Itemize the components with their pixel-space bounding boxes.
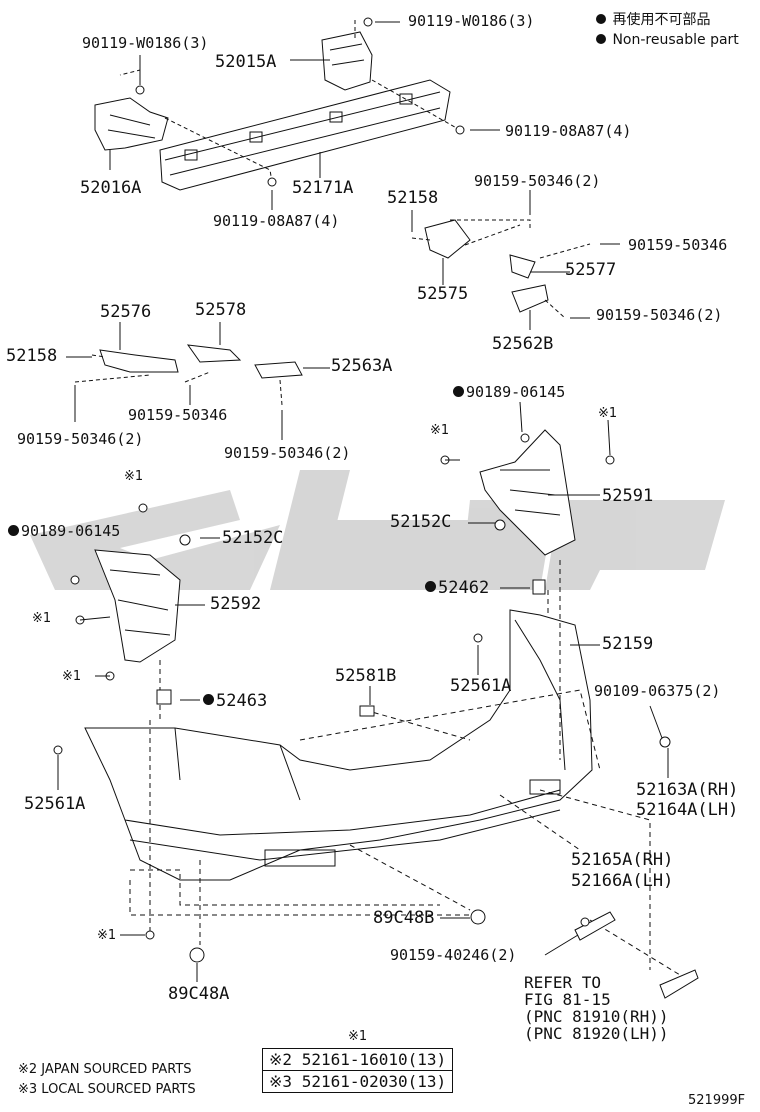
non-reusable-icon	[8, 524, 19, 536]
footnote-local: ※3 LOCAL SOURCED PARTS	[18, 1082, 196, 1097]
table-header-marker: ※1	[348, 1029, 368, 1044]
part-label[interactable]: 52163A(RH)	[636, 780, 739, 800]
sourced-parts-table: ※2 52161-16010(13) ※3 52161-02030(13)	[261, 1048, 454, 1093]
refer-note[interactable]: REFER TO FIG 81-15 (PNC 81910(RH)) (PNC …	[524, 973, 669, 1043]
part-label[interactable]: 90159-50346(2)	[224, 444, 351, 462]
part-label[interactable]: 52581B	[335, 666, 397, 686]
row-value[interactable]: 52161-02030(13)	[301, 1072, 447, 1091]
bracket-52016A	[94, 97, 169, 151]
legend-row-jp: 再使用不可部品	[596, 10, 739, 30]
retainer-52575	[424, 219, 471, 259]
part-label[interactable]: 52591	[602, 486, 654, 506]
part-label[interactable]: 52164A(LH)	[636, 800, 739, 820]
part-label[interactable]: 89C48A	[168, 984, 230, 1004]
part-label[interactable]: 52462	[425, 580, 489, 597]
part-label[interactable]: 90189-06145	[453, 385, 565, 400]
part-label[interactable]: 90119-08A87(4)	[505, 122, 632, 140]
mudguard-52591	[479, 429, 576, 556]
part-label[interactable]: 90119-W0186(3)	[408, 12, 535, 30]
row-mark: ※3	[269, 1072, 293, 1091]
part-label[interactable]: 52561A	[24, 794, 86, 814]
part-label[interactable]: 90159-40246(2)	[390, 946, 517, 964]
part-label[interactable]: 90119-W0186(3)	[82, 34, 209, 52]
legend-jp-text: 再使用不可部品	[612, 12, 711, 28]
part-label[interactable]: 52171A	[292, 178, 354, 198]
part-label[interactable]: 52158	[387, 188, 439, 208]
part-number: 52462	[438, 578, 490, 598]
non-reusable-icon	[425, 581, 436, 592]
part-label[interactable]: 90189-06145	[8, 524, 120, 539]
bullet-icon	[596, 13, 606, 24]
note-marker: ※1	[62, 669, 82, 684]
part-label[interactable]: 90159-50346	[628, 236, 728, 254]
footnote-japan: ※2 JAPAN SOURCED PARTS	[18, 1062, 192, 1077]
note-marker: ※1	[97, 928, 117, 943]
reflector-fig-81-15	[659, 969, 699, 999]
part-label[interactable]: 52463	[203, 693, 267, 710]
table-cell: ※3 52161-02030(13)	[261, 1070, 454, 1093]
note-marker: ※1	[124, 469, 144, 484]
retainer-52563A	[254, 361, 303, 379]
part-label[interactable]: 52577	[565, 260, 617, 280]
reflector-52165A	[574, 911, 616, 941]
watermark-logo	[30, 470, 725, 590]
part-label[interactable]: 52015A	[215, 52, 277, 72]
part-label[interactable]: 52575	[417, 284, 469, 304]
part-label[interactable]: 52578	[195, 300, 247, 320]
retainer-52562B	[511, 284, 549, 313]
non-reusable-icon	[453, 385, 464, 397]
part-label[interactable]: 89C48B	[373, 908, 435, 928]
legend: 再使用不可部品 Non-reusable part	[596, 10, 739, 50]
part-number: 52463	[216, 691, 268, 711]
retainer-52576	[99, 349, 179, 373]
note-marker: ※1	[598, 406, 618, 421]
retainer-52577	[509, 254, 536, 279]
bracket-52015A	[321, 31, 373, 91]
part-number: 90189-06145	[21, 522, 121, 540]
part-label[interactable]: 52165A(RH)	[571, 850, 674, 870]
part-label[interactable]: 52152C	[390, 512, 452, 532]
part-label[interactable]: 52563A	[331, 356, 393, 376]
legend-en-text: Non-reusable part	[612, 32, 739, 48]
part-label[interactable]: 52576	[100, 302, 152, 322]
part-label[interactable]: 90159-50346(2)	[474, 172, 601, 190]
part-label[interactable]: 52152C	[222, 528, 284, 548]
part-label[interactable]: 90159-50346(2)	[17, 430, 144, 448]
part-label[interactable]: 52561A	[450, 676, 512, 696]
table-row: ※2 52161-16010(13)	[261, 1048, 454, 1071]
part-label[interactable]: 52159	[602, 634, 654, 654]
non-reusable-icon	[203, 694, 214, 705]
table-row: ※3 52161-02030(13)	[261, 1070, 454, 1093]
bullet-icon	[596, 33, 606, 44]
part-label[interactable]: 90159-50346	[128, 406, 228, 424]
rear-bumper-reinforcement	[159, 79, 451, 191]
note-marker: ※1	[32, 611, 52, 626]
legend-row-en: Non-reusable part	[596, 30, 739, 50]
retainer-52578	[186, 344, 242, 363]
row-value[interactable]: 52161-16010(13)	[301, 1050, 447, 1069]
part-label[interactable]: 90159-50346(2)	[596, 306, 723, 324]
part-label[interactable]: 52592	[210, 594, 262, 614]
part-number: 90189-06145	[466, 383, 566, 401]
part-label[interactable]: 52562B	[492, 334, 554, 354]
part-label[interactable]: 52016A	[80, 178, 142, 198]
bumper-cover-52159	[84, 609, 593, 881]
table-cell: ※2 52161-16010(13)	[261, 1048, 454, 1071]
part-label[interactable]: 90119-08A87(4)	[213, 212, 340, 230]
part-label[interactable]: 52166A(LH)	[571, 871, 674, 891]
row-mark: ※2	[269, 1050, 293, 1069]
part-label[interactable]: 90109-06375(2)	[594, 682, 721, 700]
note-marker: ※1	[430, 423, 450, 438]
figure-id: 521999F	[688, 1093, 746, 1108]
part-label[interactable]: 52158	[6, 346, 58, 366]
